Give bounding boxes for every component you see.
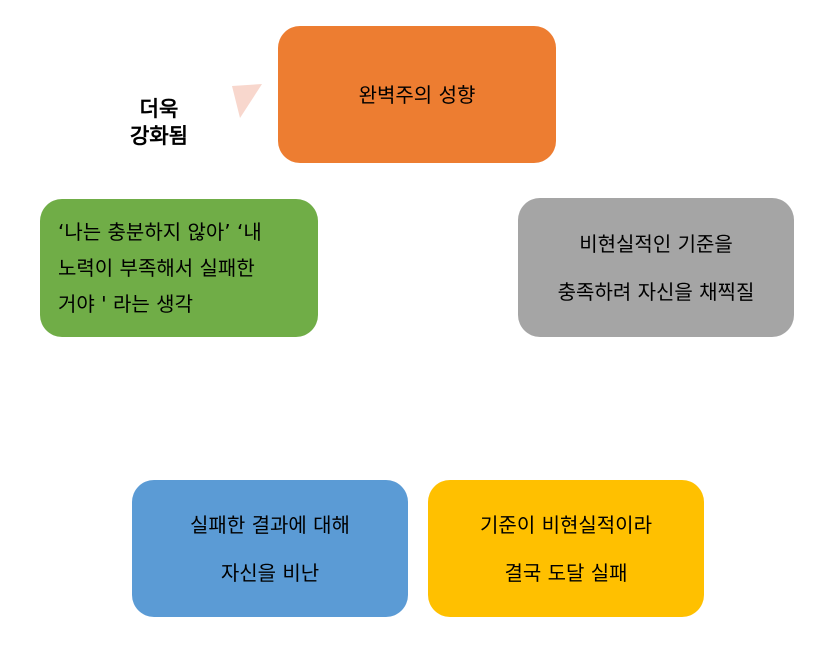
node-unrealistic-standard-line1: 비현실적인 기준을 <box>579 231 733 256</box>
node-belief-line3: 거야 ' 라는 생각 <box>58 292 193 316</box>
reinforced-label: 더욱 강화됨 <box>104 96 214 151</box>
reinforced-label-line2: 강화됨 <box>130 124 188 149</box>
node-unrealistic-standard-line2: 충족하려 자신을 채찍질 <box>557 279 755 304</box>
node-belief: ‘나는 충분하지 않아’ ‘내 노력이 부족해서 실패한 거야 ' 라는 생각 <box>40 199 318 337</box>
node-perfectionism: 완벽주의 성향 <box>278 26 556 163</box>
node-failure-line1: 기준이 비현실적이라 <box>480 512 652 537</box>
node-self-blame: 실패한 결과에 대해 자신을 비난 <box>132 480 408 617</box>
node-self-blame-line2: 자신을 비난 <box>220 560 320 585</box>
node-failure: 기준이 비현실적이라 결국 도달 실패 <box>428 480 704 617</box>
node-belief-line2: 노력이 부족해서 실패한 <box>58 256 255 280</box>
cycle-arrowhead <box>232 84 262 118</box>
cycle-arrow-path <box>232 84 262 118</box>
node-perfectionism-text: 완벽주의 성향 <box>358 82 476 107</box>
node-failure-line2: 결국 도달 실패 <box>504 560 628 585</box>
node-self-blame-line1: 실패한 결과에 대해 <box>190 512 350 537</box>
node-unrealistic-standard: 비현실적인 기준을 충족하려 자신을 채찍질 <box>518 198 794 337</box>
reinforced-label-line1: 더욱 <box>139 97 179 121</box>
node-belief-line1: ‘나는 충분하지 않아’ ‘내 <box>58 220 262 244</box>
